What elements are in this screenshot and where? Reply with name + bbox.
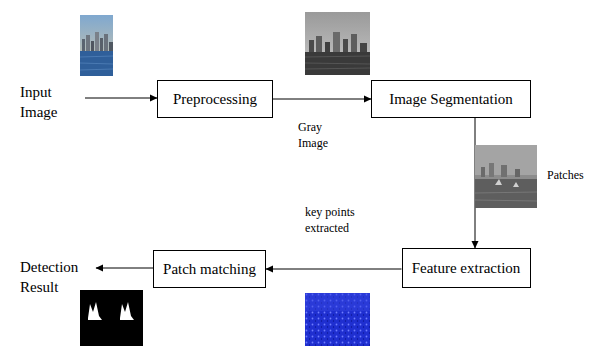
process-box: Image Segmentation	[371, 80, 531, 118]
edge-label: key points extracted	[305, 205, 377, 236]
node-text: Input Image	[20, 84, 57, 120]
image-caption: Patches	[547, 168, 584, 184]
input-photo	[80, 15, 113, 76]
process-box: Patch matching	[153, 250, 266, 288]
input-label: Input Image	[20, 82, 74, 122]
node-text: Detection Result	[20, 259, 78, 295]
box-label: Patch matching	[163, 261, 256, 278]
output-label: Detection Result	[20, 257, 88, 297]
box-label: Feature extraction	[412, 260, 521, 277]
gray-photo	[305, 12, 370, 75]
keypoints-image	[305, 293, 370, 346]
box-label: Image Segmentation	[389, 91, 513, 108]
arrow-connector	[273, 99, 371, 100]
box-label: Preprocessing	[173, 91, 257, 108]
arrow-connector	[96, 268, 153, 269]
edge-label: Gray Image	[298, 120, 348, 151]
arrow-connector	[85, 98, 157, 99]
process-box: Preprocessing	[157, 80, 273, 118]
patches-image	[475, 145, 537, 208]
arrow-connector	[266, 269, 402, 270]
detection-mask	[80, 290, 143, 346]
process-box: Feature extraction	[402, 248, 531, 288]
